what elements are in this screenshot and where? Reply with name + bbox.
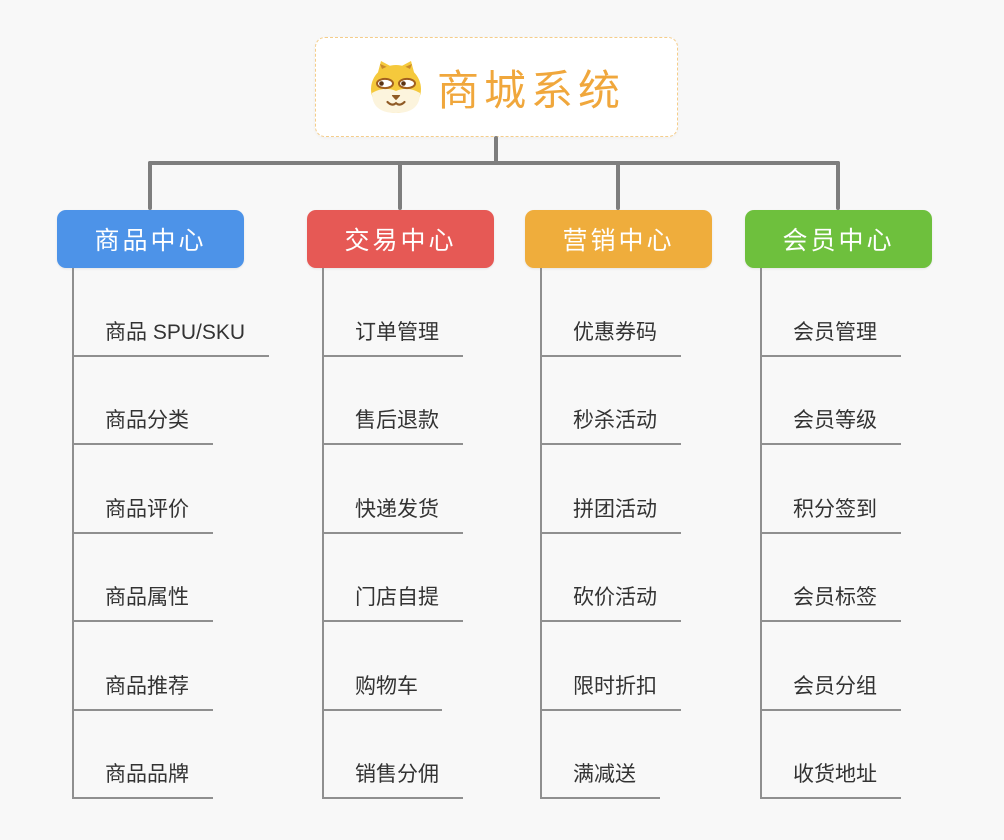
leaf-label: 商品属性 [72, 581, 213, 622]
leaf-list: 会员管理 会员等级 积分签到 会员标签 会员分组 收货地址 [760, 268, 932, 799]
branch-node-product[interactable]: 商品中心 [57, 210, 244, 268]
leaf-list: 优惠券码 秒杀活动 拼团活动 砍价活动 限时折扣 满减送 [540, 268, 712, 799]
leaf-label: 订单管理 [322, 316, 463, 357]
leaf-list: 商品 SPU/SKU 商品分类 商品评价 商品属性 商品推荐 商品品牌 [72, 268, 270, 799]
leaf-item[interactable]: 商品属性 [72, 534, 269, 622]
leaf-label: 优惠券码 [540, 316, 681, 357]
branch-column-marketing: 营销中心 优惠券码 秒杀活动 拼团活动 砍价活动 限时折扣 满减送 [525, 210, 712, 799]
leaf-item[interactable]: 销售分佣 [322, 711, 494, 799]
root-node[interactable]: 商城系统 [315, 37, 678, 137]
branch-trunk-line [72, 268, 74, 799]
leaf-list: 订单管理 售后退款 快递发货 门店自提 购物车 销售分佣 [322, 268, 494, 799]
leaf-label: 收货地址 [760, 758, 901, 799]
leaf-item[interactable]: 秒杀活动 [540, 357, 712, 445]
leaf-item[interactable]: 会员等级 [760, 357, 932, 445]
connector-drop-product [148, 161, 152, 210]
branch-column-product: 商品中心 商品 SPU/SKU 商品分类 商品评价 商品属性 商品推荐 商品品牌 [57, 210, 270, 799]
leaf-label: 满减送 [540, 758, 660, 799]
leaf-item[interactable]: 购物车 [322, 622, 494, 711]
leaf-label: 积分签到 [760, 493, 901, 534]
leaf-label: 限时折扣 [540, 670, 681, 711]
leaf-label: 秒杀活动 [540, 404, 681, 445]
leaf-item[interactable]: 门店自提 [322, 534, 494, 622]
leaf-label: 砍价活动 [540, 581, 681, 622]
leaf-item[interactable]: 快递发货 [322, 445, 494, 534]
leaf-label: 门店自提 [322, 581, 463, 622]
leaf-label: 会员标签 [760, 581, 901, 622]
leaf-label: 购物车 [322, 670, 442, 711]
connector-drop-member [836, 161, 840, 210]
connector-drop-marketing [616, 161, 620, 210]
leaf-item[interactable]: 满减送 [540, 711, 712, 799]
leaf-label: 会员等级 [760, 404, 901, 445]
leaf-label: 商品评价 [72, 493, 213, 534]
leaf-item[interactable]: 会员分组 [760, 622, 932, 711]
connector-drop-trade [398, 161, 402, 210]
connector-horizontal [148, 161, 840, 165]
branch-trunk-line [760, 268, 762, 799]
leaf-item[interactable]: 商品品牌 [72, 711, 269, 799]
branch-trunk-line [322, 268, 324, 799]
leaf-item[interactable]: 积分签到 [760, 445, 932, 534]
root-title: 商城系统 [436, 66, 625, 114]
shiba-dog-icon [370, 61, 421, 113]
branch-node-marketing[interactable]: 营销中心 [525, 210, 712, 268]
leaf-label: 会员分组 [760, 670, 901, 711]
branch-column-member: 会员中心 会员管理 会员等级 积分签到 会员标签 会员分组 收货地址 [745, 210, 932, 799]
leaf-label: 售后退款 [322, 404, 463, 445]
leaf-label: 商品分类 [72, 404, 213, 445]
leaf-label: 快递发货 [322, 493, 463, 534]
leaf-label: 商品推荐 [72, 670, 213, 711]
leaf-item[interactable]: 限时折扣 [540, 622, 712, 711]
leaf-item[interactable]: 商品分类 [72, 357, 269, 445]
leaf-label: 会员管理 [760, 316, 901, 357]
leaf-item[interactable]: 订单管理 [322, 268, 494, 357]
branch-node-trade[interactable]: 交易中心 [307, 210, 494, 268]
connector-root-stub [494, 136, 498, 163]
leaf-item[interactable]: 商品推荐 [72, 622, 269, 711]
leaf-item[interactable]: 会员管理 [760, 268, 932, 357]
leaf-item[interactable]: 售后退款 [322, 357, 494, 445]
leaf-label: 销售分佣 [322, 758, 463, 799]
leaf-item[interactable]: 收货地址 [760, 711, 932, 799]
leaf-item[interactable]: 商品 SPU/SKU [72, 268, 270, 357]
leaf-item[interactable]: 拼团活动 [540, 445, 712, 534]
leaf-label: 拼团活动 [540, 493, 681, 534]
leaf-item[interactable]: 砍价活动 [540, 534, 712, 622]
leaf-item[interactable]: 商品评价 [72, 445, 269, 534]
leaf-item[interactable]: 会员标签 [760, 534, 932, 622]
branch-trunk-line [540, 268, 542, 799]
branch-node-member[interactable]: 会员中心 [745, 210, 932, 268]
branch-column-trade: 交易中心 订单管理 售后退款 快递发货 门店自提 购物车 销售分佣 [307, 210, 494, 799]
leaf-item[interactable]: 优惠券码 [540, 268, 712, 357]
leaf-label: 商品品牌 [72, 758, 213, 799]
leaf-label: 商品 SPU/SKU [72, 316, 270, 357]
